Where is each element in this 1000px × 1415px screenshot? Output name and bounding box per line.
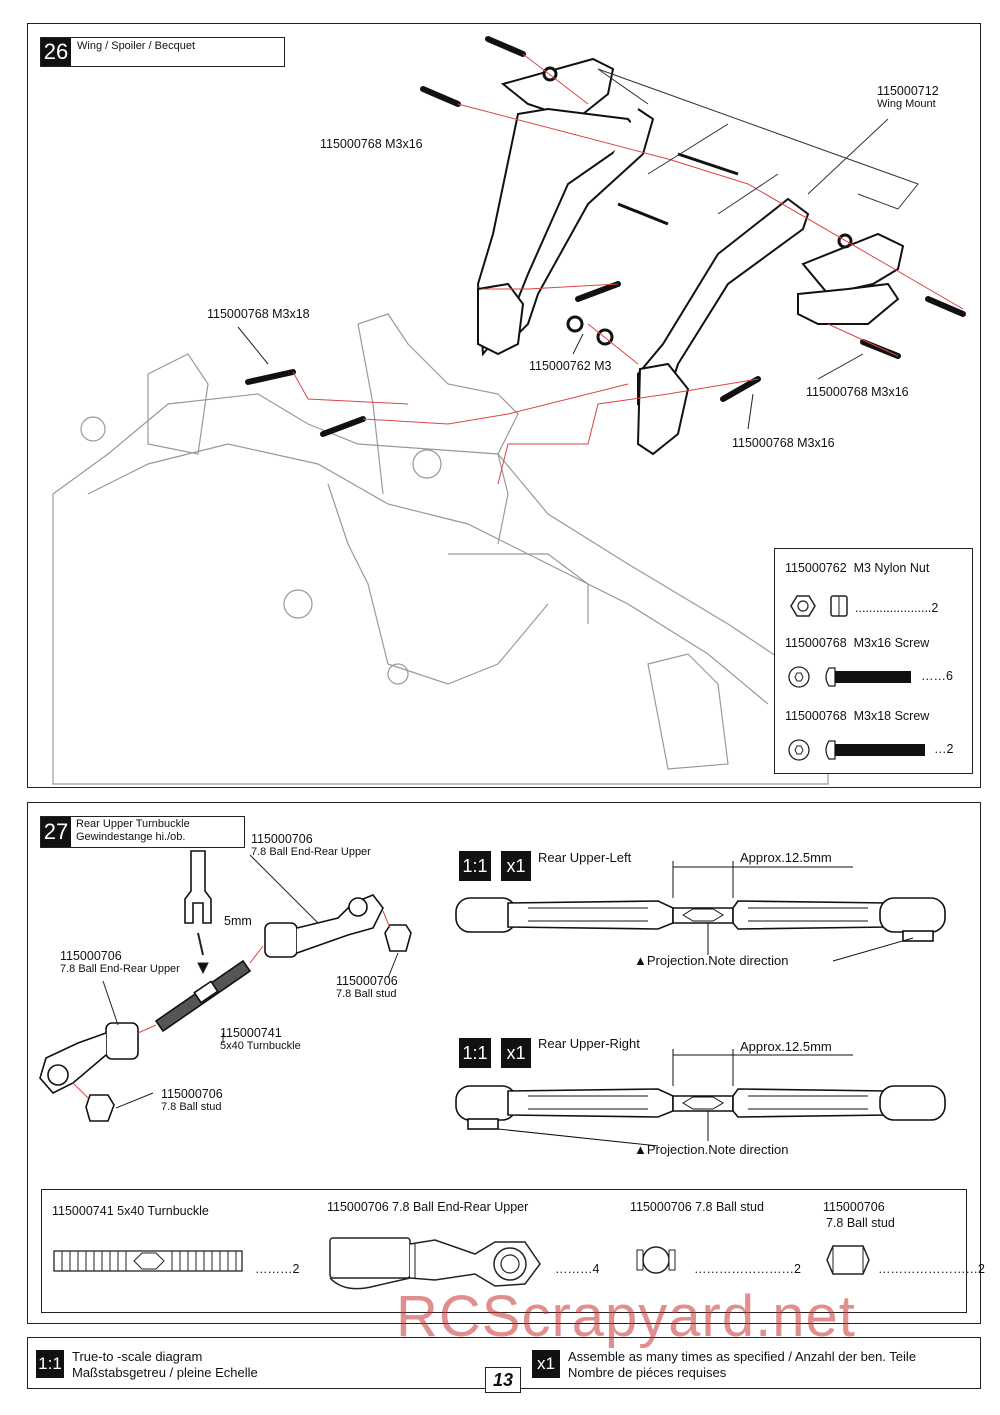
- step-title-line1: Rear Upper Turnbuckle: [76, 818, 190, 830]
- step-26-header: 26 Wing / Spoiler / Becquet: [40, 37, 285, 67]
- part-nut-qty: ......................2: [855, 601, 939, 615]
- ball-stud-right-name: 7.8 Ball stud: [336, 988, 397, 1000]
- step-title: Wing / Spoiler / Becquet: [77, 40, 196, 52]
- part-ball-stud-2-code: 115000706: [823, 1200, 885, 1214]
- part-m3x16-label: 115000768 M3x16 Screw: [785, 636, 930, 650]
- part-m3x18-label: 115000768 M3x18 Screw: [785, 709, 930, 723]
- part-m3x18-qty: …2: [934, 742, 954, 756]
- screw-right-lower-label: 115000768 M3x16: [732, 436, 835, 450]
- ball-stud-bottom-code: 115000706: [161, 1087, 223, 1101]
- assembly-left-note: ▲Projection.Note direction: [634, 953, 789, 968]
- scale-legend-line2: Maßstabsgetreu / pleine Echelle: [72, 1365, 258, 1380]
- m3x18-screw-icon: [788, 739, 925, 761]
- scale-badge-left: 1:1: [459, 851, 491, 881]
- step-number: 27: [41, 817, 71, 847]
- part-ball-stud-2-qty: ……………………2: [878, 1262, 985, 1276]
- wing-mount-diagram: [52, 36, 966, 785]
- assembly-right-approx: Approx.12.5mm: [740, 1039, 832, 1054]
- count-badge-right: x1: [501, 1038, 531, 1068]
- ball-stud-bottom-name: 7.8 Ball stud: [161, 1101, 222, 1113]
- ball-end-left-name: 7.8 Ball End-Rear Upper: [60, 963, 180, 975]
- assembly-left-approx: Approx.12.5mm: [740, 850, 832, 865]
- wing-mount-name-label: Wing Mount: [877, 98, 936, 110]
- ball-end-left-code: 115000706: [60, 949, 122, 963]
- assembly-right-note: ▲Projection.Note direction: [634, 1142, 789, 1157]
- step-26-panel: 26 Wing / Spoiler / Becquet: [27, 23, 981, 788]
- step-26-parts-box: 115000762 M3 Nylon Nut .................…: [774, 548, 973, 774]
- step-27-parts-box: 115000741 5x40 Turnbuckle ………2 115000706…: [41, 1189, 985, 1313]
- count-badge-left: x1: [501, 851, 531, 881]
- screw-m3x18-label: 115000768 M3x18: [207, 307, 310, 321]
- count-legend-line1: Assemble as many times as specified / An…: [568, 1349, 917, 1364]
- scale-badge-right: 1:1: [459, 1038, 491, 1068]
- part-ball-end-label: 115000706 7.8 Ball End-Rear Upper: [327, 1200, 529, 1214]
- step-27-panel: 27 Rear Upper Turnbuckle Gewindestange h…: [27, 802, 985, 1324]
- scale-legend-line1: True-to -scale diagram: [72, 1349, 203, 1364]
- count-legend-line2: Nombre de piéces requises: [568, 1365, 727, 1380]
- step-title-line2: Gewindestange hi./ob.: [76, 831, 186, 843]
- ball-stud-icon: [636, 1246, 676, 1274]
- assembly-right-title: Rear Upper-Right: [538, 1036, 640, 1051]
- nylon-nut-icon: [790, 595, 848, 617]
- footer-legend: 1:1 True-to -scale diagram Maßstabsgetre…: [27, 1337, 981, 1389]
- turnbuckle-code: 115000741: [220, 1026, 282, 1040]
- m3x16-screw-icon: [788, 666, 911, 688]
- part-nut-label: 115000762 M3 Nylon Nut: [785, 561, 930, 575]
- ball-stud-right-code: 115000706: [336, 974, 398, 988]
- scale-legend-badge: 1:1: [36, 1350, 64, 1378]
- count-legend-badge: x1: [532, 1350, 560, 1378]
- part-ball-end-qty: ………4: [555, 1262, 600, 1276]
- watermark-text: RCScrapyard.net: [396, 1284, 856, 1349]
- part-turnbuckle-qty: ………2: [255, 1262, 300, 1276]
- turnbuckle-name: 5x40 Turnbuckle: [220, 1040, 301, 1052]
- part-ball-stud-label: 115000706 7.8 Ball stud: [630, 1200, 764, 1214]
- step-number: 26: [41, 38, 71, 66]
- turnbuckle-icon: [53, 1250, 243, 1272]
- part-ball-stud-2-name: 7.8 Ball stud: [826, 1216, 895, 1230]
- page-number: 13: [485, 1367, 521, 1393]
- assembly-left-drawing: [455, 861, 946, 962]
- turnbuckle-exploded-diagram: [39, 850, 412, 1122]
- ball-end-top-name: 7.8 Ball End-Rear Upper: [251, 846, 371, 858]
- ball-end-top-code: 115000706: [251, 832, 313, 846]
- screw-right-upper-label: 115000768 M3x16: [806, 385, 909, 399]
- ball-stud-2-icon: [826, 1245, 870, 1275]
- wing-mount-code-label: 115000712: [877, 84, 939, 98]
- step-27-header: 27 Rear Upper Turnbuckle Gewindestange h…: [40, 816, 245, 848]
- part-ball-stud-qty: ……………………2: [694, 1262, 801, 1276]
- screw-top-left-label: 115000768 M3x16: [320, 137, 423, 151]
- part-m3x16-qty: ……6: [921, 669, 953, 683]
- assembly-left-title: Rear Upper-Left: [538, 850, 632, 865]
- part-turnbuckle-label: 115000741 5x40 Turnbuckle: [52, 1204, 209, 1218]
- ball-end-icon: [329, 1237, 541, 1290]
- nut-m3-label: 115000762 M3: [529, 359, 612, 373]
- assembly-right-drawing: [455, 1049, 946, 1147]
- wrench-size-label: 5mm: [224, 914, 252, 928]
